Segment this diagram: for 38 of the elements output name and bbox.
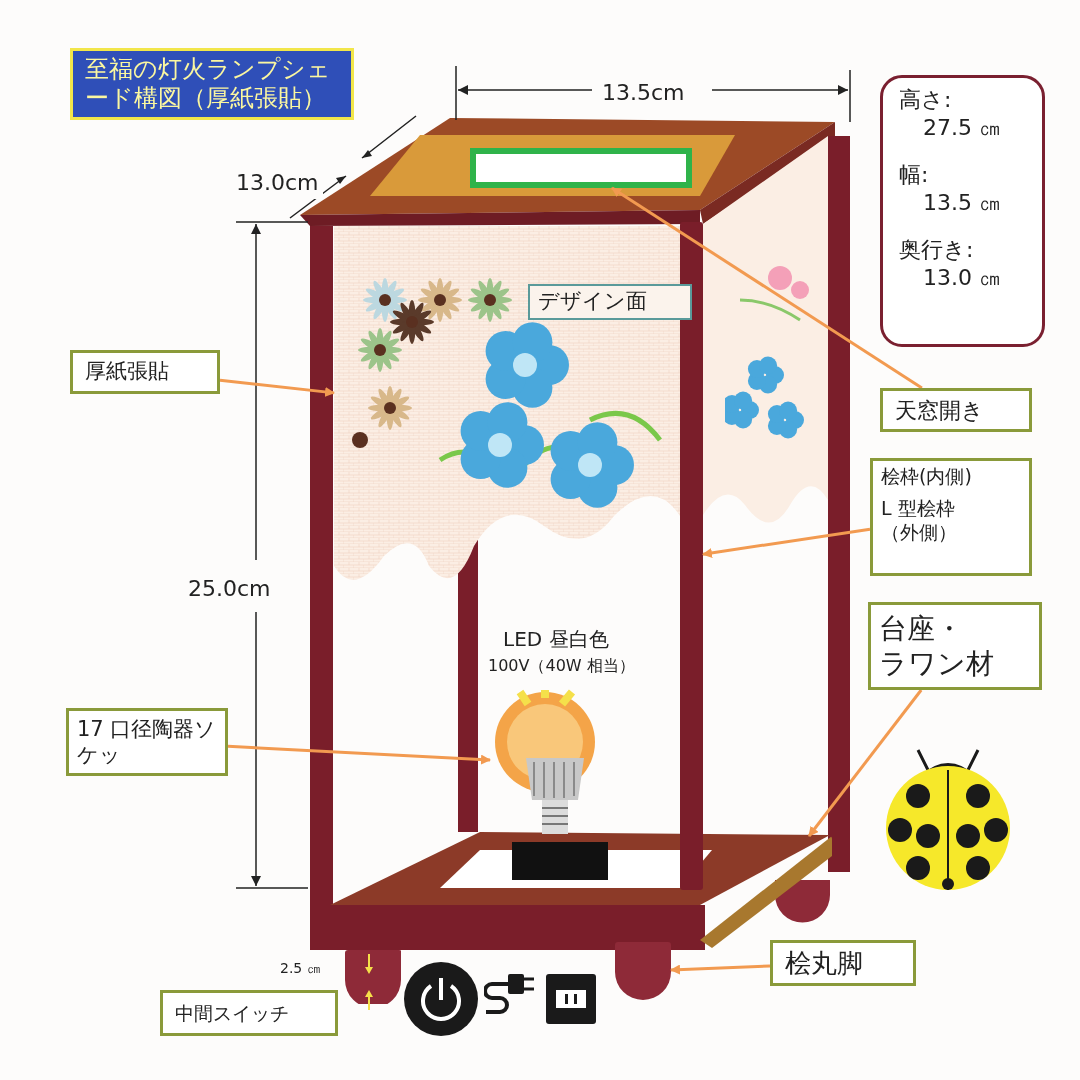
dimension-value: 13.5 ㎝ [922, 188, 1002, 216]
frame-post [680, 222, 703, 890]
leader-line [219, 378, 335, 397]
leader-line [807, 689, 923, 837]
label-text: 桧枠(内側) [881, 465, 973, 489]
base-edge-strip [700, 836, 832, 948]
leader-line [611, 186, 923, 390]
label-box [868, 602, 1042, 690]
label-text: 天窓開き [895, 396, 984, 425]
round-leg [345, 950, 402, 1004]
label-text: 17 口径陶器ソケッ [77, 715, 217, 769]
label-box [770, 940, 916, 986]
label-text: デザイン面 [538, 288, 647, 316]
dimension-label: 奥行き: [899, 236, 975, 264]
label-box [528, 284, 692, 320]
label-text: L 型桧枠（外側） [881, 496, 958, 545]
dimension-value: 13.0 ㎝ [922, 263, 1002, 291]
label-box [880, 388, 1032, 432]
label-text: 台座・ラワン材 [879, 611, 995, 681]
bulb-spec-text: LED 昼白色 [503, 626, 609, 653]
label-box [66, 708, 228, 776]
spec-panel [880, 75, 1045, 347]
dimension-label: 高さ: [899, 86, 953, 114]
label-text: 厚紙張貼 [85, 358, 169, 386]
leader-line [670, 964, 771, 975]
label-box [70, 350, 220, 394]
label-text: 桧丸脚 [785, 946, 863, 980]
label-text: 中間スイッチ [175, 1000, 289, 1026]
label-box [870, 458, 1032, 576]
leader-line [702, 527, 871, 558]
round-leg [615, 942, 671, 1000]
bulb-spec-text: 100V（40W 相当） [488, 655, 635, 677]
skylight-window [470, 148, 692, 188]
dimension-label: 幅: [899, 161, 930, 189]
title-banner: 至福の灯火ランプシェード構図（厚紙張貼） [70, 48, 354, 120]
label-box [160, 990, 338, 1036]
leader-line [227, 744, 491, 765]
dimension-value: 27.5 ㎝ [922, 113, 1002, 141]
